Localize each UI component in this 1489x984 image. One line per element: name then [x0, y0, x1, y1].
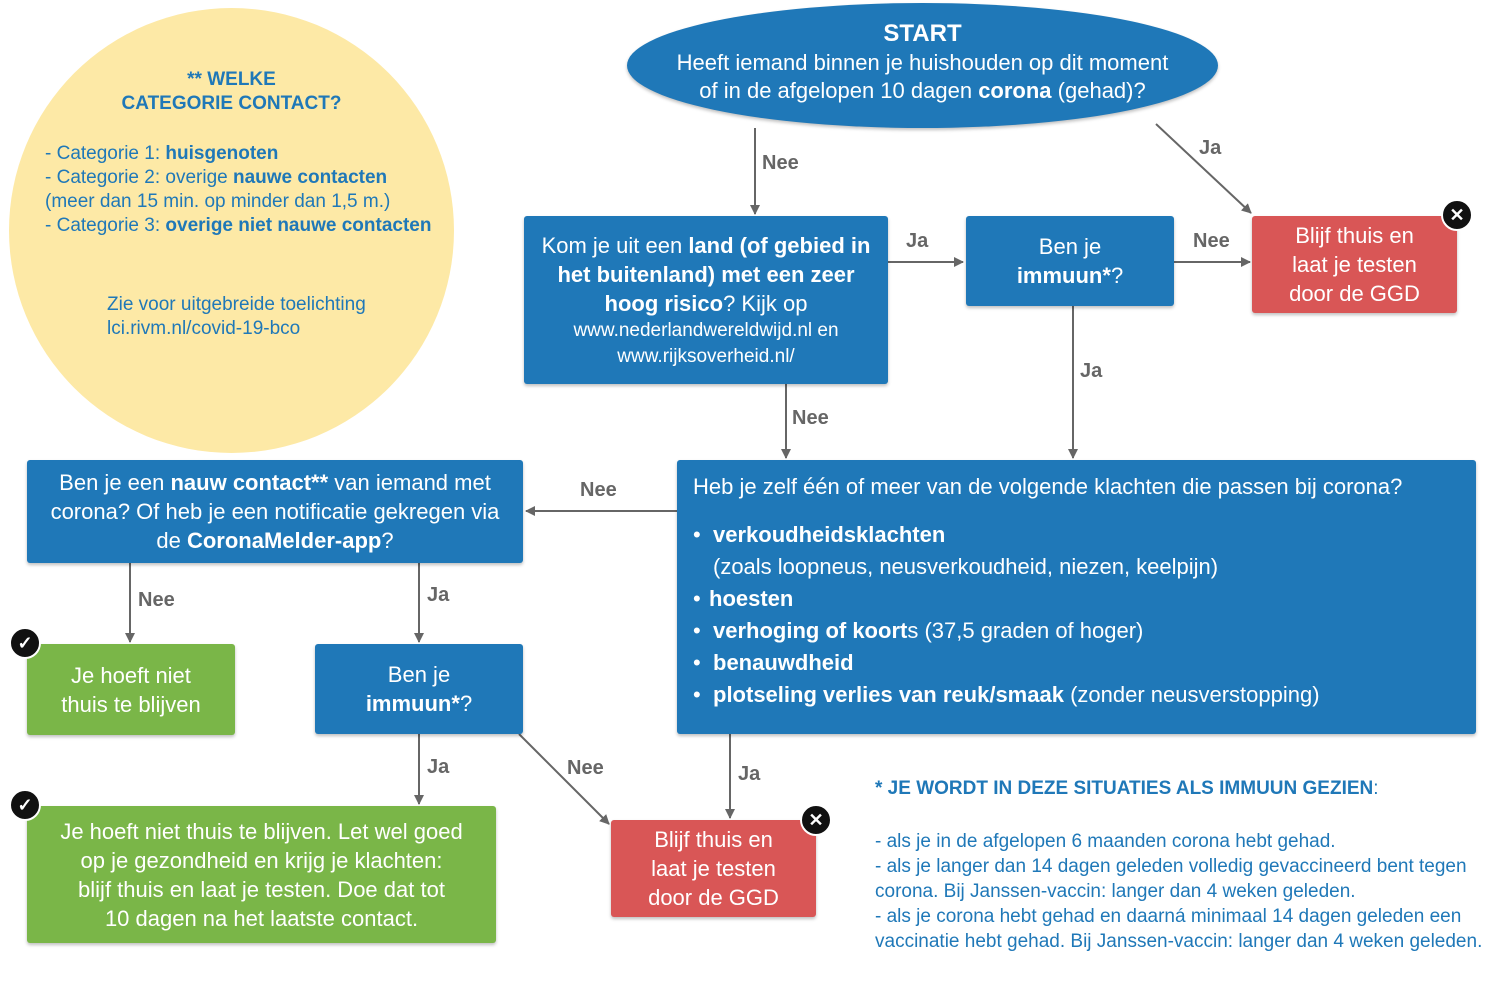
label-no: Nee — [567, 757, 604, 779]
country-url-1[interactable]: www.nederlandwereldwijd.nl en — [573, 319, 839, 341]
arrow-immune-to-stayhome-bottom — [518, 733, 610, 825]
country-url-2[interactable]: www.rijksoverheid.nl/ — [617, 345, 795, 367]
start-title: START — [883, 20, 962, 47]
stay-home-test-top: Blijf thuis en laat je testen door de GG… — [1252, 216, 1457, 313]
stay-home-test-bottom: Blijf thuis en laat je testen door de GG… — [611, 820, 816, 917]
immune-condition-2: - als je langer dan 14 dagen geleden vol… — [875, 856, 1467, 902]
no-need-stay-home: Je hoeft niet thuis te blijven — [27, 644, 235, 735]
info-heading: ** WELKE CATEGORIE CONTACT? — [121, 69, 342, 114]
category-2-detail: (meer dan 15 min. op minder dan 1,5 m.) — [45, 191, 391, 212]
immune-condition-1: - als je in de afgelopen 6 maanden coron… — [875, 831, 1336, 852]
country-risk-question: Kom je uit een land (of gebied in het bu… — [524, 216, 888, 384]
symptoms-question-text: Heb je zelf één of meer van de volgende … — [693, 474, 1403, 499]
label-yes: Ja — [427, 756, 450, 778]
symptom-cold-detail: (zoals loopneus, neusverkoudheid, niezen… — [713, 554, 1219, 579]
label-no: Nee — [792, 407, 829, 429]
start-node: START Heeft iemand binnen je huishouden … — [627, 3, 1218, 128]
category-3: - Categorie 3: overige niet nauwe contac… — [45, 215, 432, 236]
immune-note-heading: * JE WORDT IN DEZE SITUATIES ALS IMMUUN … — [875, 778, 1379, 799]
immune-question-bottom: Ben je immuun*? — [315, 644, 523, 734]
symptom-loss-of-smell: •plotseling verlies van reuk/smaak (zond… — [693, 682, 1320, 707]
symptoms-question: Heb je zelf één of meer van de volgende … — [677, 460, 1476, 734]
immune-condition-3: - als je corona hebt gehad en daarná min… — [875, 906, 1483, 952]
label-yes: Ja — [738, 763, 761, 785]
symptoms-list: •verkoudheidsklachten (zoals loopneus, n… — [693, 519, 1460, 711]
cross-icon: ✕ — [800, 804, 832, 836]
immune-question-top: Ben je immuun*? — [966, 216, 1174, 306]
symptom-cold: •verkoudheidsklachten — [693, 522, 946, 547]
info-reference: Zie voor uitgebreide toelichting lci.riv… — [107, 293, 427, 341]
label-no: Nee — [1193, 230, 1230, 252]
symptom-cough: •hoesten — [693, 586, 794, 611]
label-no: Nee — [138, 589, 175, 611]
category-1: - Categorie 1: huisgenoten — [45, 143, 279, 164]
cross-icon: ✕ — [1441, 199, 1473, 231]
symptom-fever: •verhoging of koorts (37,5 graden of hog… — [693, 618, 1144, 643]
label-yes: Ja — [427, 584, 450, 606]
arrow-start-to-stayhome — [1155, 123, 1252, 214]
symptom-shortness-of-breath: •benauwdheid — [693, 650, 854, 675]
close-contact-question: Ben je een nauw contact** van iemand met… — [27, 460, 523, 563]
info-link[interactable]: lci.rivm.nl/covid-19-bco — [107, 318, 301, 339]
check-icon: ✓ — [9, 789, 41, 821]
check-icon: ✓ — [9, 627, 41, 659]
label-no: Nee — [580, 479, 617, 501]
immune-definition-note: * JE WORDT IN DEZE SITUATIES ALS IMMUUN … — [875, 776, 1485, 954]
category-2: - Categorie 2: overige nauwe contacten — [45, 167, 388, 188]
watch-health-advice: Je hoeft niet thuis te blijven. Let wel … — [27, 806, 496, 943]
label-no: Nee — [762, 152, 799, 174]
label-yes: Ja — [1199, 137, 1222, 159]
label-yes: Ja — [906, 230, 929, 252]
category-list: - Categorie 1: huisgenoten - Categorie 2… — [45, 142, 445, 238]
label-yes: Ja — [1080, 360, 1103, 382]
contact-category-info: ** WELKE CATEGORIE CONTACT? - Categorie … — [9, 8, 454, 453]
